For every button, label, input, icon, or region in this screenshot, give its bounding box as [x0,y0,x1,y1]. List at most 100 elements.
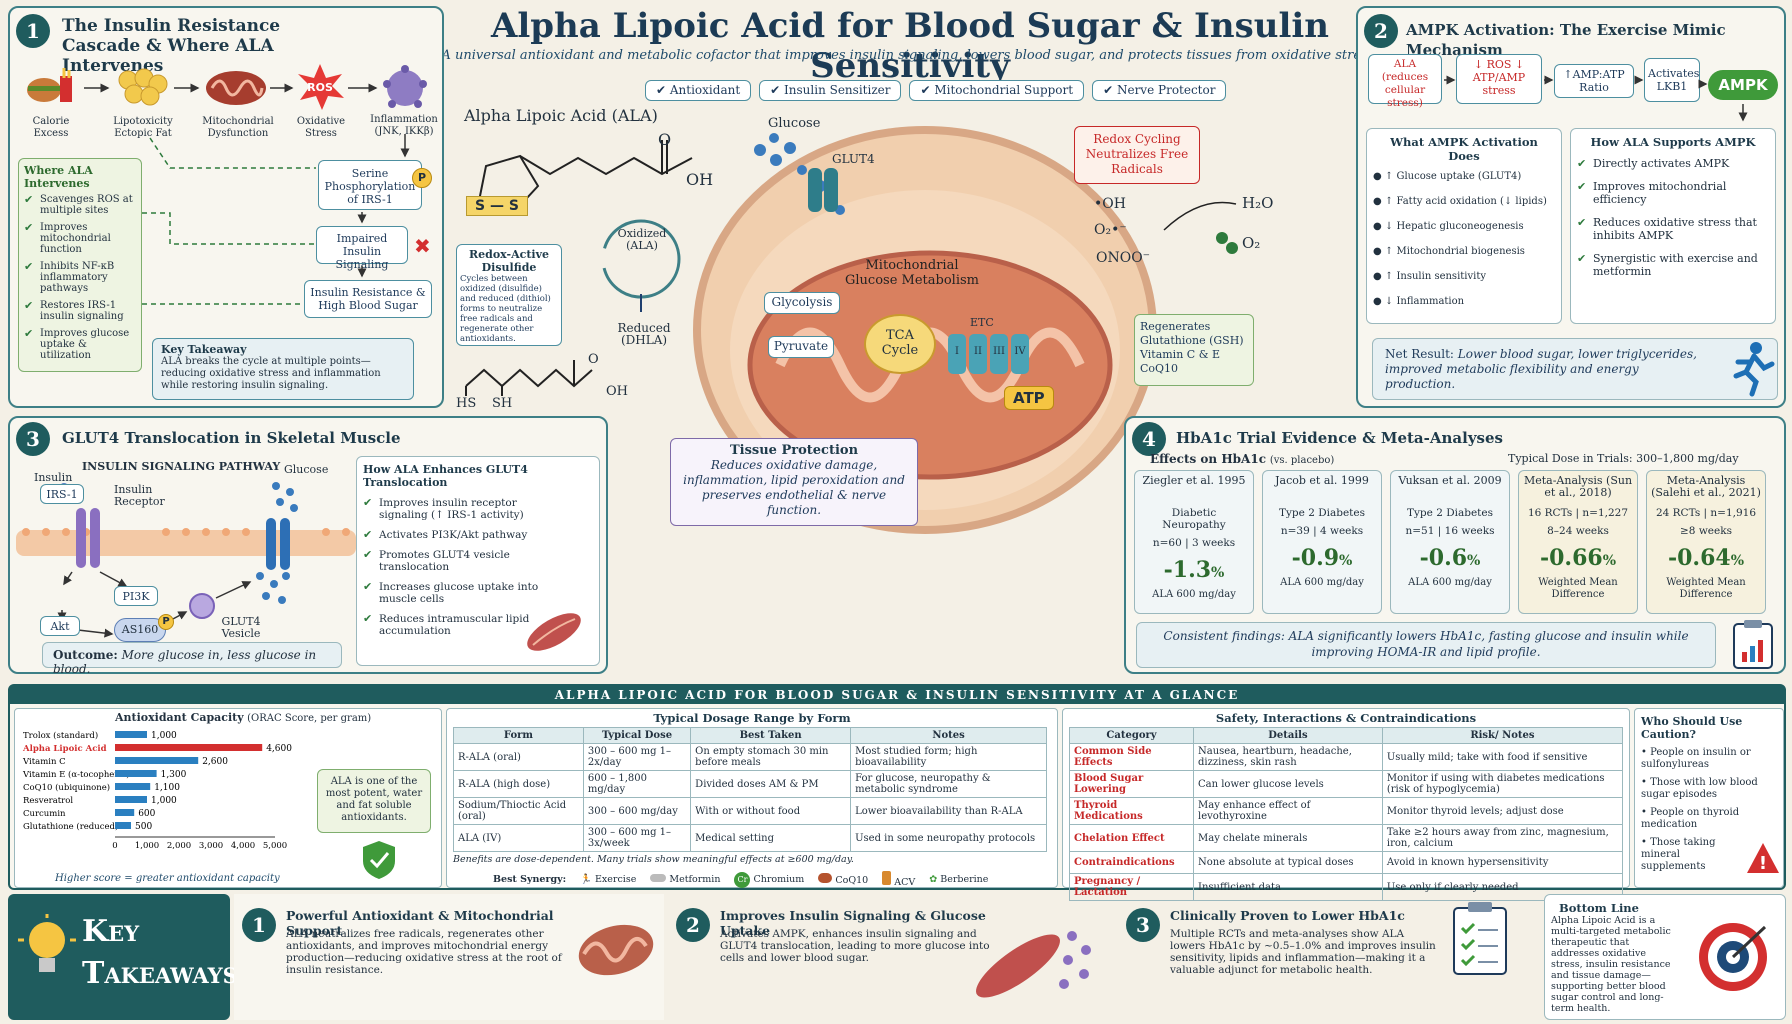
orac-tick-label: 0 [112,841,117,851]
orac-category-label: Glutathione (reduced) [23,821,118,832]
block-x-icon: ✖ [414,234,431,258]
neutralize-arrow-icon [1160,200,1240,264]
target-icon [1693,917,1773,1001]
study-effect-value: -1.3 [1163,557,1212,583]
how-glut4-item: Reduces intramuscular lipid accumulation [363,613,553,637]
takeaways-title-1: Key [82,914,140,949]
dosage-header: Notes [850,727,1047,744]
synergy-chromium: Cr Chromium [734,871,804,888]
complex-iv: IV [1011,334,1029,374]
svg-text:!: ! [1759,853,1767,874]
synergy-exercise: 🏃 Exercise [580,874,637,885]
receptor-label: Insulin Receptor [114,483,165,508]
study-effect-value: -0.9 [1291,545,1340,571]
pyruvate-box: Pyruvate [768,336,834,358]
safety-title: Safety, Interactions & Contraindications [1215,711,1477,725]
redox-disulfide-box: Redox-Active Disulfide Cycles between ox… [456,244,562,346]
takeaway-title: Improves Insulin Signaling & Glucose Upt… [720,908,986,938]
dosage-cell: 300 – 600 mg 1–2x/day [582,743,692,771]
study-name: Meta-Analysis (Salehi et al., 2021) [1651,474,1761,499]
takeaway-title: Powerful Antioxidant & Mitochondrial Sup… [286,908,554,938]
dose-note: Typical Dose in Trials: 300–1,800 mg/day [1508,452,1739,465]
molecule-oh: OH [686,170,714,189]
safety-cell: Thyroid Medications [1069,797,1194,825]
inflammation-icon [382,65,428,110]
panel-insulin-resistance-cascade: 1 The Insulin Resistance Cascade & Where… [8,6,444,408]
takeaway-number: 2 [676,908,710,942]
study-population: Diabetic Neuropathy [1162,507,1226,531]
orac-category-label: CoQ10 (ubiquinone) [23,782,110,793]
chromium-icon: Cr [734,871,751,888]
bottle-icon [882,871,892,885]
what-ampk-item: ● ↑ Insulin sensitivity [1373,271,1486,282]
safety-cell: Contraindications [1069,851,1194,874]
regenerates-box: Regenerates Glutathione (GSH) Vitamin C … [1134,314,1254,386]
outcome-label: Outcome: [53,648,118,662]
study-effect: -0.6% [1395,545,1505,571]
orac-bar [115,796,147,803]
orac-bar [115,731,147,738]
safety-cell: Can lower glucose levels [1193,770,1383,798]
caution-item: • People on insulin or sulfonylureas [1641,747,1751,770]
study-effect: -0.9% [1267,545,1377,571]
where-ala-item: Improves mitochondrial function [24,222,136,255]
takeaway-card-3: 3 Clinically Proven to Lower HbA1c Multi… [1118,894,1538,1020]
tag-nerve-protector: ✔ Nerve Protector [1092,80,1227,101]
study-card: Meta-Analysis (Sun et al., 2018)16 RCTs … [1518,470,1638,614]
orac-chart-area: Antioxidant Capacity (ORAC Score, per gr… [14,708,442,888]
runner-icon [1728,340,1775,400]
orac-bar [115,809,135,816]
dosage-cell: R-ALA (high dose) [453,770,584,798]
dosage-cell: 600 – 1,800 mg/day [582,770,692,798]
how-ala-ampk-item: Improves mitochondrial efficiency [1577,180,1769,206]
study-effect-value: -0.64 [1667,545,1731,571]
safety-cell: Avoid in known hypersensitivity [1381,851,1624,874]
cascade-label-oxidative: Oxidative Stress [296,116,346,139]
study-effect-unit: % [1339,553,1353,569]
flow-arrows [1358,8,1788,132]
safety-header: Category [1069,727,1194,744]
glance-banner: ALPHA LIPOIC ACID FOR BLOOD SUGAR & INSU… [10,686,1784,704]
radical-oh: •OH [1094,196,1126,212]
flow-ala: ALA (reduces cellular stress) [1368,54,1442,109]
orac-tick-label: 4,000 [231,841,255,851]
what-ampk-item: ● ↑ Glucose uptake (GLUT4) [1373,171,1522,182]
study-population: 24 RCTs | n=1,916 [1655,507,1757,519]
tissue-protection-title: Tissue Protection [729,443,859,458]
tag-mitochondrial-support: ✔ Mitochondrial Support [909,80,1085,101]
flow-lkb1: Activates LKB1 [1644,58,1700,102]
step-insulin-resistance: Insulin Resistance & High Blood Sugar [304,280,432,318]
safety-header: Risk/ Notes [1381,727,1624,744]
bottom-line-title: Bottom Line [1559,901,1639,915]
radical-superoxide: O₂•⁻ [1094,222,1127,238]
tissue-protection-text: Reduces oxidative damage, inflammation, … [683,458,905,517]
panel-title: HbA1c Trial Evidence & Meta-Analyses [1176,429,1503,447]
takeaway-text: Activates AMPK, enhances insulin signali… [720,928,990,964]
how-ala-ampk-title: How ALA Supports AMPK [1590,135,1756,149]
study-effect-unit: % [1730,553,1745,569]
orac-value-label: 1,000 [151,796,177,806]
tca-cycle: TCA Cycle [864,314,936,374]
dosage-cell: Divided doses AM & PM [690,770,852,798]
what-ampk-title: What AMPK Activation Does [1390,135,1538,163]
regen-item: Vitamin C & E [1140,348,1221,361]
regen-item: CoQ10 [1140,362,1179,375]
study-name: Jacob et al. 1999 [1275,474,1369,487]
cascade-label-lipotoxicity: Lipotoxicity Ectopic Fat [113,116,173,139]
safety-cell: Common Side Effects [1069,743,1194,771]
study-size: 8–24 weeks [1547,525,1609,537]
dosage-cell: ALA (IV) [453,824,584,852]
complex-i: I [948,334,966,374]
dhla-hs: HS [456,396,477,411]
study-name: Vuksan et al. 2009 [1398,474,1502,487]
how-ala-ampk-item: Directly activates AMPK [1577,157,1769,170]
panel-number: 4 [1132,422,1166,456]
how-glut4-item: Promotes GLUT4 vesicle translocation [363,549,553,573]
page-subtitle: A universal antioxidant and metabolic co… [441,48,1379,63]
dosage-cell: For glucose, neuropathy & metabolic synd… [850,770,1047,798]
safety-cell: Insufficient data [1193,873,1383,901]
